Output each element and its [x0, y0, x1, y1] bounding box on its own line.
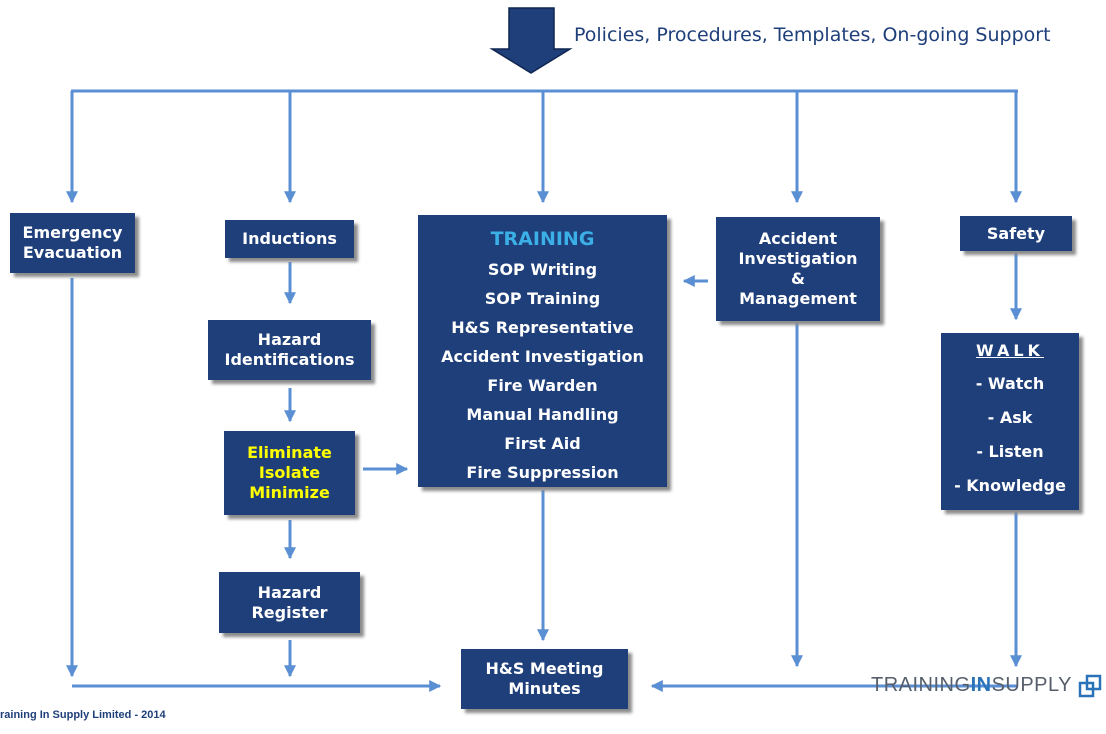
hazard-register-line2: Register: [251, 602, 328, 622]
emergency-evacuation-box: Emergency Evacuation: [10, 213, 135, 273]
training-list: SOP Writing SOP Training H&S Representat…: [441, 255, 644, 487]
inductions-box: Inductions: [225, 220, 354, 258]
walk-title: WALK: [976, 340, 1044, 360]
training-item: H&S Representative: [451, 318, 634, 337]
isolate-label: Isolate: [258, 463, 321, 482]
accident-investigation-box: Accident Investigation & Management: [716, 217, 880, 321]
safety-box: Safety: [960, 216, 1072, 251]
eliminate-isolate-minimize-box: Eliminate Isolate Minimize: [224, 431, 355, 515]
walk-item: - Listen: [976, 441, 1044, 461]
training-item: Fire Suppression: [466, 463, 619, 482]
training-item: SOP Training: [484, 289, 601, 308]
training-item: Manual Handling: [466, 405, 619, 424]
accident-line1: Accident: [758, 229, 838, 248]
hs-meeting-minutes-box: H&S Meeting Minutes: [461, 649, 628, 709]
logo-part3: SUPPLY: [991, 674, 1073, 696]
logo-part2: IN: [970, 674, 992, 696]
hazard-register-line1: Hazard: [257, 582, 322, 602]
meeting-line2: Minutes: [508, 679, 581, 698]
copyright-footer: raining In Supply Limited - 2014: [0, 709, 166, 721]
logo-part1: TRAINING: [871, 674, 971, 696]
accident-line2: Investigation: [738, 249, 858, 268]
walk-list: - Watch - Ask - Listen - Knowledge: [954, 367, 1066, 503]
training-item: First Aid: [504, 434, 581, 453]
safety-label: Safety: [986, 223, 1046, 243]
hazard-id-line2: Identifications: [224, 350, 355, 369]
emergency-line2: Evacuation: [22, 243, 123, 262]
accident-line4: Management: [739, 289, 857, 308]
hazard-id-line1: Hazard: [257, 330, 322, 349]
training-item: SOP Writing: [487, 260, 598, 279]
training-box: TRAINING SOP Writing SOP Training H&S Re…: [418, 215, 667, 487]
inductions-label: Inductions: [242, 229, 337, 248]
walk-item: - Watch: [975, 373, 1045, 393]
training-title: TRAINING: [490, 228, 595, 250]
minimize-label: Minimize: [249, 483, 330, 502]
eliminate-label: Eliminate: [247, 443, 332, 462]
walk-item: - Knowledge: [954, 475, 1066, 495]
training-item: Fire Warden: [487, 376, 598, 395]
logo-squares-icon: [1078, 674, 1102, 698]
big-down-arrow-icon: [489, 7, 573, 74]
support-text: Policies, Procedures, Templates, On-goin…: [574, 24, 1051, 46]
training-item: Accident Investigation: [441, 347, 644, 366]
accident-line3: &: [791, 269, 805, 288]
walk-box: WALK - Watch - Ask - Listen - Knowledge: [941, 333, 1079, 510]
meeting-line1: H&S Meeting: [485, 659, 604, 678]
hazard-register-box: Hazard Register: [219, 572, 360, 633]
training-in-supply-logo: TRAININGINSUPPLY: [871, 674, 1072, 697]
emergency-line1: Emergency: [22, 223, 123, 242]
hazard-identifications-box: Hazard Identifications: [208, 320, 371, 380]
walk-item: - Ask: [987, 407, 1033, 427]
